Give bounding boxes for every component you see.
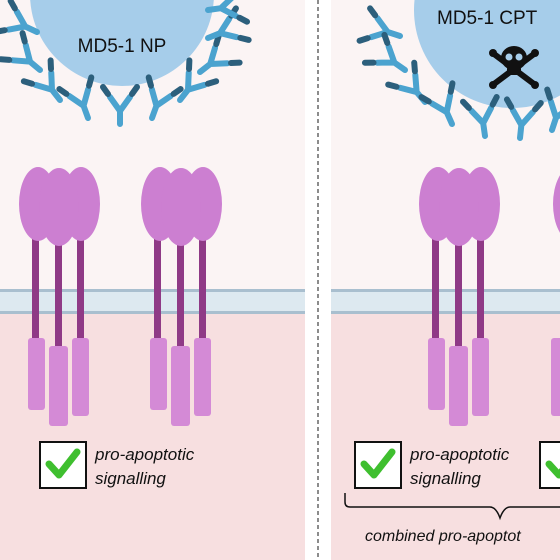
nanoparticle-label: MD5-1 CPT: [437, 8, 538, 29]
checkmark-icon: [360, 448, 396, 479]
nanoparticle: [30, 0, 214, 86]
pro-apoptotic-label: pro-apoptotic signalling: [409, 445, 514, 488]
death-receptor-trimer: [551, 175, 560, 416]
panel-right: MD5-1 CPT: [331, 0, 560, 560]
check-box: [39, 441, 87, 489]
intracellular-region: [331, 313, 560, 560]
death-receptor-trimer: [419, 167, 500, 426]
pro-apoptotic-label: pro-apoptotic signalling: [94, 445, 199, 488]
nanoparticle-label: MD5-1 NP: [78, 36, 167, 57]
cell-membrane: [0, 289, 305, 314]
checkmark-icon: [545, 460, 560, 479]
panel-left: MD5-1 NP: [0, 0, 305, 560]
death-receptor-trimer: [19, 167, 100, 426]
check-box: [354, 441, 402, 489]
combined-label: combined pro-apoptot: [365, 528, 521, 545]
nanoparticle: [414, 0, 560, 108]
checkmark-icon: [45, 448, 81, 479]
combined-bracket: [344, 493, 560, 521]
check-box: [539, 441, 560, 489]
skull-crossbones-icon: [489, 46, 539, 89]
cell-membrane: [331, 289, 560, 314]
death-receptor-trimer: [141, 167, 222, 426]
